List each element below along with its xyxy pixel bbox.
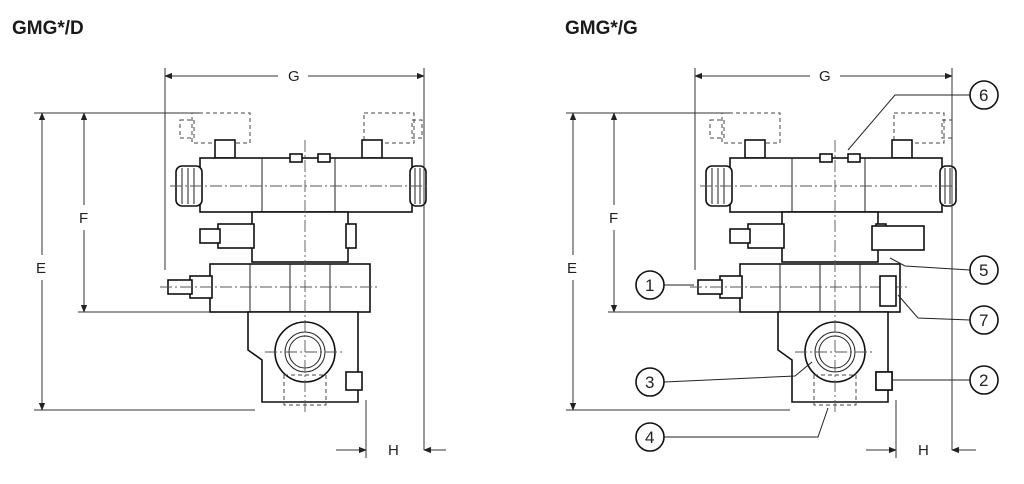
leader-6 — [847, 94, 970, 151]
callout-3: 3 — [645, 373, 654, 392]
dim-e-right: E — [567, 260, 577, 277]
dim-g-right: G — [819, 68, 831, 85]
leader-3 — [663, 361, 813, 383]
callout-5: 5 — [979, 261, 988, 280]
callout-5-circle — [969, 255, 999, 285]
callout-7: 7 — [979, 311, 988, 330]
callout-1-circle — [635, 270, 665, 300]
callout-6: 6 — [979, 86, 988, 105]
leader-5 — [889, 257, 971, 271]
dim-h-right: H — [918, 442, 929, 459]
title-gmg-d: GMG*/D — [12, 18, 84, 39]
dim-g-left: G — [288, 68, 300, 85]
callout-3-circle — [635, 367, 665, 397]
callout-2-circle — [969, 365, 999, 395]
callout-4-circle — [635, 422, 665, 452]
dim-e-left: E — [36, 260, 46, 277]
side-plug — [879, 275, 897, 307]
callout-2: 2 — [979, 371, 988, 390]
valve-drawing-d — [159, 112, 431, 413]
callout-6-circle — [969, 80, 999, 110]
leader-7 — [897, 294, 971, 321]
dim-f-left: F — [79, 210, 88, 227]
pilot-block-right — [871, 225, 925, 251]
dim-f-right: F — [609, 210, 618, 227]
title-gmg-g: GMG*/G — [565, 18, 638, 39]
callout-7-circle — [969, 305, 999, 335]
drain-port-plug — [875, 371, 893, 391]
leader-4 — [664, 407, 829, 438]
valve-drawing-g — [689, 112, 961, 413]
callout-4: 4 — [645, 428, 654, 447]
dim-h-left: H — [388, 442, 399, 459]
callout-1: 1 — [645, 276, 654, 295]
